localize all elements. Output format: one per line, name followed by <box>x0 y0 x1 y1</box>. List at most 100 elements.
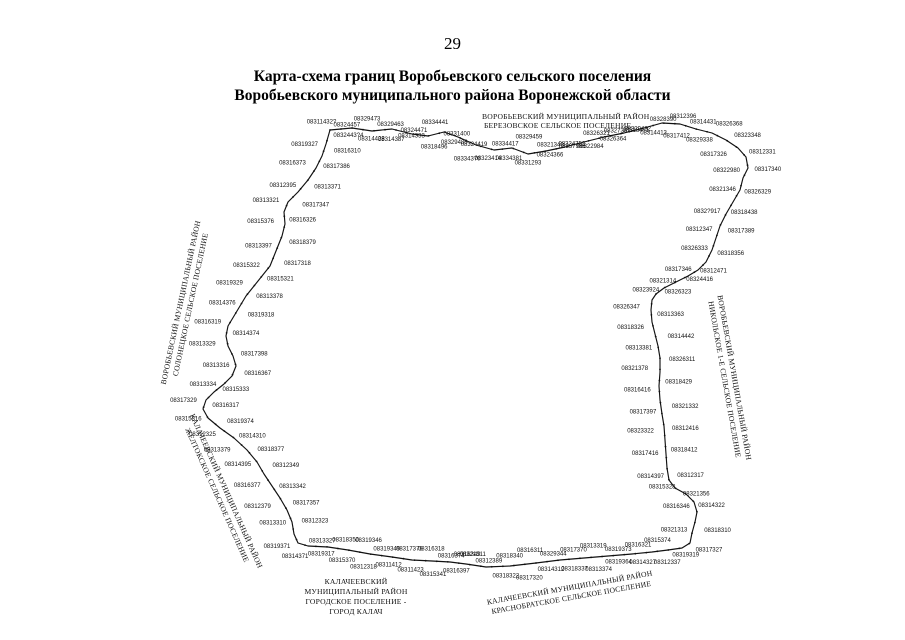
boundary-point-label: 08322984 <box>577 144 604 150</box>
boundary-point-label: 08316318 <box>418 547 445 553</box>
boundary-vertex <box>735 146 738 148</box>
boundary-point-label: 08317347 <box>302 202 329 208</box>
boundary-vertex <box>694 521 696 524</box>
boundary-point-label: 08313319 <box>580 544 607 550</box>
boundary-vertex <box>666 467 668 470</box>
boundary-point-label: 08317416 <box>632 451 659 457</box>
boundary-point-label: 08313378 <box>256 294 283 300</box>
boundary-point-label: 08312347 <box>686 227 713 233</box>
boundary-vertex <box>289 517 292 520</box>
settlement-boundary-line <box>202 122 749 568</box>
boundary-vertex <box>743 154 745 156</box>
boundary-point-label: 08318429 <box>665 380 692 386</box>
boundary-vertex <box>226 342 229 345</box>
boundary-point-label: 08315321 <box>267 277 294 283</box>
boundary-point-label: 08321332 <box>672 404 699 410</box>
boundary-vertex <box>645 551 648 554</box>
boundary-point-label: 08323414 <box>474 156 501 162</box>
boundary-vertex <box>380 554 383 557</box>
boundary-point-label: 08324471 <box>401 128 428 134</box>
boundary-point-label: 0832443?4 <box>333 133 364 139</box>
boundary-point-label: 08319373 <box>605 547 632 553</box>
boundary-point-label: 08316319 <box>194 320 221 326</box>
boundary-point-label: 08323924 <box>632 287 659 293</box>
boundary-point-label: 08316377 <box>234 483 261 489</box>
boundary-point-label: 08318356 <box>717 251 744 257</box>
boundary-point-label: 08317327 <box>696 548 723 554</box>
boundary-vertex <box>712 245 715 247</box>
boundary-vertex <box>544 150 547 153</box>
boundary-vertex <box>280 236 283 239</box>
boundary-vertex <box>351 127 353 129</box>
boundary-point-label: 08326311 <box>669 357 696 363</box>
boundary-vertex <box>273 488 276 491</box>
boundary-point-label: 08316397 <box>443 569 470 575</box>
boundary-point-label: 08317320 <box>516 575 543 581</box>
boundary-vertex <box>283 215 286 218</box>
boundary-point-label: 08329344 <box>540 552 567 558</box>
boundary-point-label: 08314387 <box>378 137 405 143</box>
boundary-vertex <box>267 267 270 270</box>
boundary-point-label: 08315333 <box>223 387 250 393</box>
boundary-point-label: 08312349 <box>273 463 300 469</box>
boundary-vertex <box>546 560 548 563</box>
boundary-vertex <box>667 549 670 551</box>
boundary-vertex <box>726 139 729 142</box>
boundary-point-label: 08317329 <box>170 398 197 404</box>
boundary-vertex <box>402 557 405 560</box>
north-neighbor-line-1: ВОРОБЬЕВСКИЙ МУНИЦИПАЛЬНЫЙ РАЙОН <box>482 112 650 121</box>
boundary-point-label: 08326368 <box>716 122 743 128</box>
boundary-point-label: 08334370 <box>454 156 481 162</box>
boundary-vertex <box>512 147 515 150</box>
boundary-vertex <box>533 152 536 154</box>
boundary-vertex <box>234 312 237 314</box>
boundary-point-label: 08317386 <box>323 164 350 170</box>
boundary-point-label: 08313310 <box>259 520 286 526</box>
boundary-point-label: 08334381 <box>496 156 523 162</box>
boundary-vertex <box>659 357 661 360</box>
boundary-point-label: 08321314 <box>649 278 676 284</box>
boundary-point-label: 08319329 <box>216 280 243 286</box>
boundary-vertex <box>234 363 237 366</box>
south-left-neighbor-line-4: ГОРОД КАЛАЧ <box>329 607 382 616</box>
boundary-vertex <box>231 373 234 376</box>
boundary-point-label: 08317412 <box>663 133 690 139</box>
boundary-vertex <box>469 141 472 144</box>
boundary-vertex <box>202 406 205 408</box>
boundary-vertex <box>459 137 462 139</box>
boundary-vertex <box>609 134 611 137</box>
boundary-point-label: 08317370 <box>560 548 587 554</box>
boundary-point-label: 08312396 <box>670 114 697 120</box>
boundary-vertex <box>223 430 226 432</box>
boundary-point-label: 08312471 <box>700 268 727 274</box>
boundary-point-label: 0832?917 <box>694 209 721 215</box>
boundary-point-label: 08314322 <box>698 503 725 509</box>
boundary-point-label: 08314428 <box>358 136 385 142</box>
east-neighbor-caption: ВОРОБЬЕВСКИЙ МУНИЦИПАЛЬНЫЙ РАЙОН НИКОЛЬС… <box>706 294 753 461</box>
boundary-point-label: 08314376 <box>209 301 236 307</box>
boundary-vertex <box>674 487 677 490</box>
boundary-vertex <box>658 379 661 382</box>
boundary-point-label: 08326364 <box>600 136 627 142</box>
boundary-point-label: 08326347 <box>613 305 640 311</box>
boundary-vertex <box>668 478 670 481</box>
boundary-point-label: 08318379 <box>289 240 316 246</box>
boundary-point-label: 08319318 <box>248 313 275 319</box>
boundary-vertex <box>587 140 590 142</box>
boundary-vertex <box>708 255 710 257</box>
boundary-point-label: 08334441 <box>422 120 449 126</box>
boundary-vertex <box>373 129 375 132</box>
boundary-vertex <box>318 160 321 163</box>
boundary-point-label: 08314327 <box>629 560 656 566</box>
boundary-vertex <box>391 556 394 558</box>
boundary-vertex <box>746 164 749 167</box>
boundary-point-label: 08321340 <box>537 142 564 148</box>
boundary-vertex <box>522 151 525 154</box>
boundary-vertex <box>695 128 698 131</box>
boundary-point-label: 08314333 <box>398 134 425 140</box>
boundary-point-label: 08312416 <box>672 426 699 432</box>
boundary-vertex <box>225 332 228 334</box>
boundary-vertex <box>207 396 210 399</box>
boundary-point-label: 08315374 <box>644 538 671 544</box>
